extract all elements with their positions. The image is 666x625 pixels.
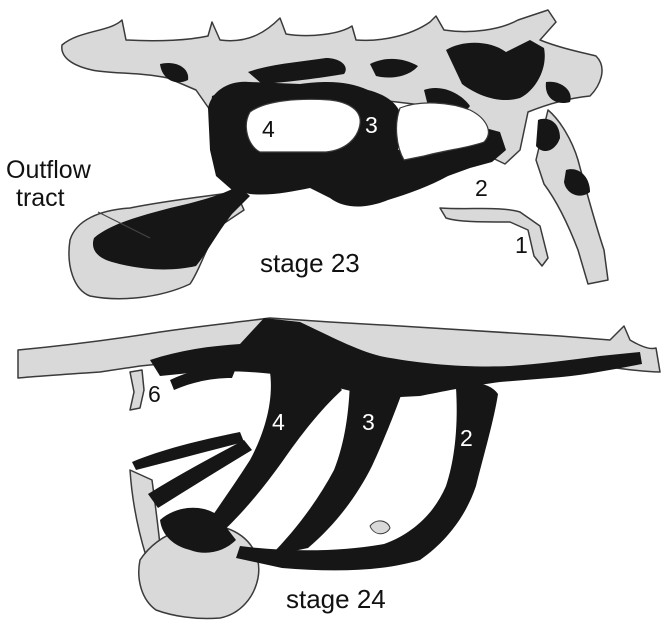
stage-24-arch-2-label: 2 bbox=[460, 425, 473, 451]
stage-23-panel: Outflow tract 4 3 2 1 stage 23 bbox=[6, 10, 608, 299]
stage-23-arch-3-label: 3 bbox=[365, 112, 378, 138]
stage-24-arch-6-label: 6 bbox=[148, 381, 161, 407]
stage-23-arch-2-label: 2 bbox=[475, 175, 488, 201]
stage-24-title: stage 24 bbox=[286, 584, 386, 614]
stage-24-arch-2-island bbox=[370, 521, 390, 534]
outflow-label-line1: Outflow bbox=[6, 156, 92, 184]
stage-23-title: stage 23 bbox=[260, 248, 360, 278]
stage-23-branch-1 bbox=[440, 208, 548, 266]
stage-24-arch-4-label: 4 bbox=[272, 409, 285, 435]
stage-24-arch-3-label: 3 bbox=[362, 409, 375, 435]
stage-23-arch-1-label: 1 bbox=[515, 232, 528, 258]
stage-23-arch-4-label: 4 bbox=[262, 116, 275, 142]
stage-24-panel: 6 4 3 2 stage 24 bbox=[18, 318, 660, 619]
stage-24-branch-6 bbox=[130, 370, 144, 410]
stage-23-outflow-dark bbox=[93, 186, 250, 269]
outflow-label-line2: tract bbox=[16, 184, 65, 212]
